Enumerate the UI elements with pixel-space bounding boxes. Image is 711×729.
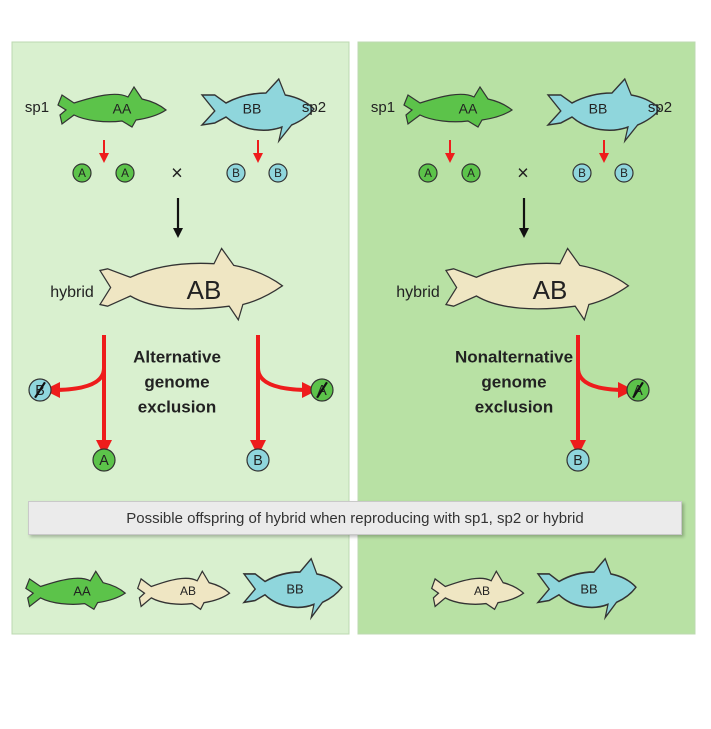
right-fish-bb-label: BB (589, 101, 608, 117)
left-branch-right (250, 335, 318, 456)
right-excluded-a-strike (632, 381, 644, 399)
right-title-line-2: exclusion (475, 397, 553, 416)
left-gamete-b2: B (268, 163, 288, 183)
right-branch-side (576, 367, 634, 398)
right-gamete-b1-shape (572, 163, 592, 183)
left-retained-b-shape (246, 448, 270, 472)
left-hybrid-label: hybrid (50, 284, 94, 301)
left-branch-right-side (256, 367, 318, 398)
left-fish-bb-label: BB (243, 101, 262, 117)
left-title: Alternative genome exclusion (133, 347, 221, 416)
right-gamete-b2-label: B (620, 167, 628, 180)
right-gamete-a1-label: A (424, 167, 432, 180)
left-title-line-0: Alternative (133, 347, 221, 366)
left-gamete-a2-shape (115, 163, 135, 183)
left-branch-left (44, 335, 112, 456)
left-retained-b-label: B (253, 453, 263, 469)
right-retained-b-shape (566, 448, 590, 472)
left-offspring-aa: AA (25, 570, 126, 610)
right-title-line-1: genome (481, 372, 546, 391)
right-gamete-a1-shape (418, 163, 438, 183)
left-gamete-b1: B (226, 163, 246, 183)
left-retained-a: A (92, 448, 116, 472)
left-branch-left-side (44, 367, 106, 398)
left-offspring-bb-label: BB (286, 581, 303, 596)
right-excluded-a: A (626, 378, 650, 402)
left-fish-aa-label: AA (113, 101, 132, 117)
left-hybrid-fish: AB (99, 247, 284, 321)
right-gamete-a2-label: A (467, 167, 475, 180)
right-offspring-bb-label: BB (580, 581, 597, 596)
offspring-caption: Possible offspring of hybrid when reprod… (28, 501, 682, 535)
right-gamete-b2-shape (614, 163, 634, 183)
right-gamete-a2: A (461, 163, 481, 183)
left-offspring-ab-label: AB (180, 584, 196, 598)
left-gamete-a1: A (72, 163, 92, 183)
left-offspring-bb: BB (243, 557, 343, 619)
right-offspring-bb: BB (537, 557, 637, 619)
right-hybrid-fish: AB (445, 247, 630, 321)
left-gamete-a1-shape (72, 163, 92, 183)
left-gamete-a2: A (115, 163, 135, 183)
right-gamete-b1: B (572, 163, 592, 183)
left-background (11, 41, 350, 635)
left-sp2-label: sp2 (302, 99, 326, 116)
left-retained-b: B (246, 448, 270, 472)
right-gamete-a2-shape (461, 163, 481, 183)
left-gamete-b1-shape (226, 163, 246, 183)
right-sp2-label: sp2 (648, 99, 672, 116)
left-gamete-b2-label: B (274, 167, 282, 180)
right-retained-b: B (566, 448, 590, 472)
left-hybrid-fish-label: AB (187, 275, 222, 305)
right-title: Nonalternative genome exclusion (455, 347, 573, 416)
right-hybrid-label: hybrid (396, 284, 440, 301)
left-retained-a-shape (92, 448, 116, 472)
left-excluded-a: A (310, 378, 334, 402)
left-sp1-label: sp1 (25, 99, 49, 116)
right-cross-sign: × (517, 162, 529, 184)
right-gamete-b2: B (614, 163, 634, 183)
right-gamete-a1: A (418, 163, 438, 183)
left-offspring-ab: AB (137, 570, 231, 610)
left-gamete-a1-label: A (78, 167, 86, 180)
right-sp1-label: sp1 (371, 99, 395, 116)
left-retained-a-label: A (99, 453, 109, 469)
left-excluded-b: B (28, 378, 52, 402)
right-title-line-0: Nonalternative (455, 347, 573, 366)
right-hybrid-fish-label: AB (533, 275, 568, 305)
right-retained-b-label: B (573, 453, 583, 469)
left-title-line-2: exclusion (138, 397, 216, 416)
left-gamete-b1-label: B (232, 167, 240, 180)
right-branch (570, 335, 634, 456)
right-fish-aa-label: AA (459, 101, 478, 117)
right-fish-aa: AA (403, 86, 513, 128)
left-gamete-b2-shape (268, 163, 288, 183)
left-fish-bb: BB (201, 78, 315, 142)
right-background (357, 41, 696, 635)
left-offspring-aa-label: AA (73, 583, 91, 598)
right-offspring-ab: AB (431, 570, 525, 610)
left-excluded-b-strike (34, 381, 46, 399)
right-gamete-b1-label: B (578, 167, 586, 180)
right-offspring-ab-label: AB (474, 584, 490, 598)
left-cross-sign: × (171, 162, 183, 184)
left-title-line-1: genome (144, 372, 209, 391)
left-fish-aa: AA (57, 86, 167, 128)
right-fish-bb: BB (547, 78, 661, 142)
left-gamete-a2-label: A (121, 167, 129, 180)
left-excluded-a-strike (316, 381, 328, 399)
